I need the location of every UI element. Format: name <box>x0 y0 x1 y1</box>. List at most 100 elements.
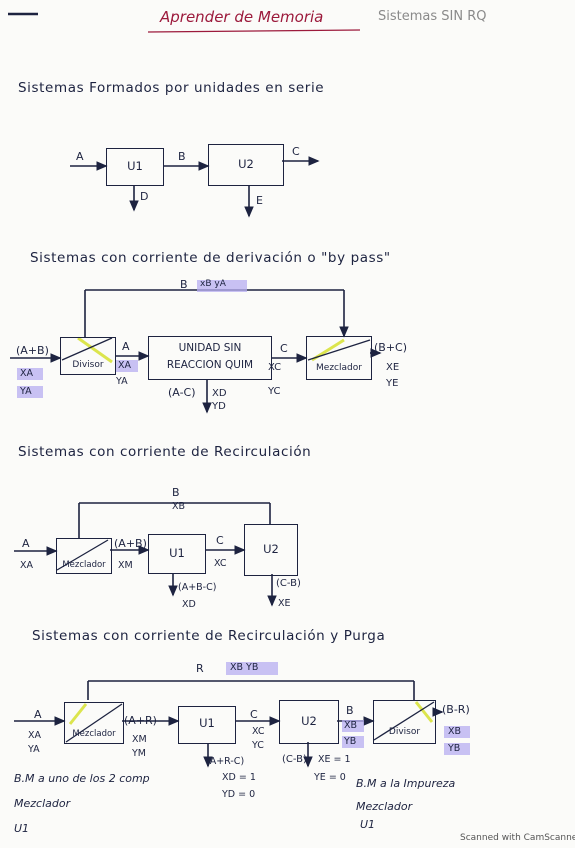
divisor-box: Divisor <box>373 700 436 744</box>
stream-label: A <box>76 150 84 163</box>
composition-label: YA <box>116 376 128 387</box>
composition-label: XE = 1 <box>318 754 351 765</box>
composition-label: XM <box>118 560 133 571</box>
composition-label: xB yA <box>200 279 226 289</box>
composition-label: YE <box>386 378 399 389</box>
composition-label: XA <box>28 730 42 741</box>
mixer-box: Mezclador <box>306 336 372 380</box>
stream-label: C <box>280 342 288 355</box>
highlight-mark <box>444 726 470 738</box>
composition-label: XA <box>20 368 34 379</box>
highlight-mark <box>342 736 364 748</box>
stream-label: A <box>22 537 30 550</box>
composition-label: XC <box>252 726 265 737</box>
note-left: U1 <box>14 822 30 835</box>
scanner-watermark: Scanned with CamScanner <box>460 833 575 843</box>
highlight-mark <box>17 386 43 398</box>
page-subtitle: Sistemas SIN RQ <box>378 9 487 24</box>
mixer-label: Mezclador <box>316 363 362 373</box>
composition-label: YC <box>252 740 264 751</box>
composition-label: YM <box>132 748 146 759</box>
stream-label: D <box>140 190 149 203</box>
composition-label: XD <box>182 599 196 610</box>
stream-label: (C-B) <box>282 754 307 765</box>
stream-label: B <box>178 150 186 163</box>
unit-label: U2 <box>301 714 317 728</box>
stream-label: B <box>346 704 354 717</box>
section-heading-recycle: Sistemas con corriente de Recirculación <box>18 444 312 460</box>
unit-label: U1 <box>127 159 143 173</box>
unit-box-u2: U2 <box>208 144 284 186</box>
divisor-label: Divisor <box>72 360 104 370</box>
unit-box-u1: U1 <box>148 534 206 574</box>
composition-label: XB <box>344 720 358 731</box>
unit-box-u1: U1 <box>106 148 164 186</box>
stream-label: C <box>216 534 224 547</box>
composition-label: XD <box>212 388 227 399</box>
highlight-mark <box>116 360 138 372</box>
composition-label: XC <box>268 362 282 373</box>
composition-label: YB <box>448 743 461 754</box>
unit-label: UNIDAD SIN <box>178 342 242 354</box>
stream-label: A <box>34 708 42 721</box>
mixer-label: Mezclador <box>62 560 106 570</box>
section-heading-recycle-purge: Sistemas con corriente de Recirculación … <box>32 628 386 644</box>
stream-label: E <box>256 194 263 207</box>
composition-label: YE = 0 <box>314 772 346 783</box>
section-heading-series: Sistemas Formados por unidades en serie <box>18 80 325 96</box>
composition-label: XE <box>386 362 400 373</box>
composition-label: XB YB <box>230 662 259 673</box>
mixer-box: Mezclador <box>56 538 112 574</box>
stream-label: A <box>122 340 130 353</box>
stream-label: C <box>292 145 300 158</box>
note-right: B.M a la Impureza <box>356 777 456 790</box>
note-right: U1 <box>360 818 376 831</box>
unit-label: U1 <box>169 546 185 560</box>
mixer-label: Mezclador <box>72 729 116 739</box>
highlight-mark <box>342 720 364 732</box>
composition-label: YA <box>28 744 40 755</box>
composition-label: XB <box>172 501 186 512</box>
composition-label: XC <box>214 558 227 569</box>
composition-label: XA <box>20 560 34 571</box>
unit-label: U1 <box>199 716 215 730</box>
stream-label: (B+C) <box>374 341 408 354</box>
stream-label: (A+B) <box>16 344 49 357</box>
composition-label: XE <box>278 598 291 609</box>
composition-label: XM <box>132 734 147 745</box>
page-title: Aprender de Memoria <box>160 8 324 26</box>
stream-label: (A+R) <box>124 714 157 727</box>
composition-label: XB <box>448 726 462 737</box>
unit-box-u1: U1 <box>178 706 236 744</box>
composition-label: XD = 1 <box>222 772 256 783</box>
composition-label: YD = 0 <box>222 789 256 800</box>
stream-label: (A-C) <box>168 386 196 399</box>
unit-label: REACCION QUIM <box>166 359 254 371</box>
divisor-label: Divisor <box>388 727 421 737</box>
highlight-mark <box>197 280 247 292</box>
stream-label: (A+B) <box>114 537 147 550</box>
unit-label: U2 <box>263 542 279 556</box>
stream-label: (A+B-C) <box>178 582 217 593</box>
stream-label: C <box>250 708 258 721</box>
stream-label: (B-R) <box>442 703 470 716</box>
note-left: B.M a uno de los 2 comp <box>14 772 150 785</box>
section-heading-bypass: Sistemas con corriente de derivación o "… <box>30 250 391 266</box>
highlight-mark <box>17 368 43 380</box>
composition-label: YC <box>268 386 281 397</box>
unit-box-no-reaction: UNIDAD SIN REACCION QUIM <box>148 336 272 380</box>
divisor-box: Divisor <box>60 337 116 375</box>
mixer-box: Mezclador <box>64 702 124 744</box>
composition-label: YA <box>20 386 32 397</box>
stream-label: (C-B) <box>276 578 301 589</box>
stream-label: B <box>172 486 180 499</box>
unit-box-u2: U2 <box>244 524 298 576</box>
note-right: Mezclador <box>356 800 413 813</box>
note-left: Mezclador <box>14 797 71 810</box>
stream-label: B <box>180 278 188 291</box>
stream-label: R <box>196 662 204 675</box>
composition-label: YB <box>344 736 357 747</box>
highlight-mark <box>226 662 278 675</box>
unit-box-u2: U2 <box>279 700 339 744</box>
